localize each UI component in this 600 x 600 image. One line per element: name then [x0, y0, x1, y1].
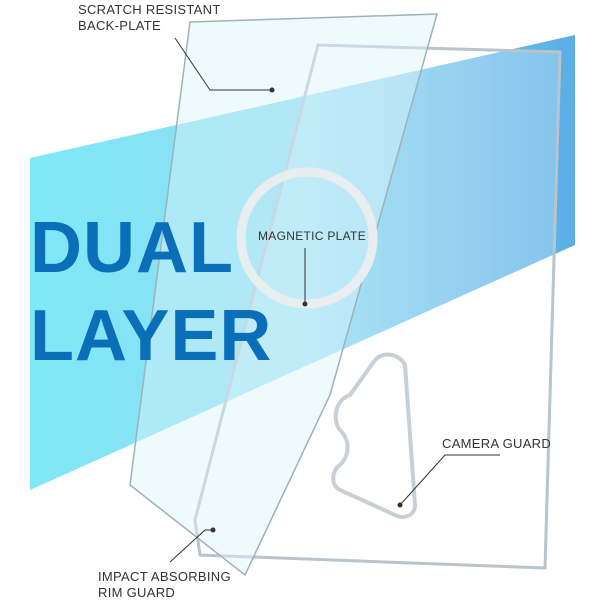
back-plate [129, 13, 438, 577]
callout-text: BACK-PLATE [78, 18, 161, 33]
camera-dot [397, 502, 403, 508]
back-plate-dot [269, 87, 275, 93]
callout-text: SCRATCH RESISTANT [78, 2, 221, 17]
callout-text: RIM GUARD [98, 585, 176, 600]
back-plate-leader [174, 37, 272, 91]
callout-back-plate: SCRATCH RESISTANT BACK-PLATE [78, 2, 221, 34]
camera-guard [331, 352, 418, 519]
blue-band [30, 35, 575, 490]
headline-layer: LAYER [30, 296, 273, 376]
callout-magnetic: MAGNETIC PLATE [258, 229, 366, 243]
callout-rim: IMPACT ABSORBING RIM GUARD [98, 569, 231, 600]
callout-text: IMPACT ABSORBING [98, 569, 231, 584]
magnetic-dot [302, 301, 308, 307]
headline-dual: DUAL [30, 208, 234, 288]
rim-dot [210, 527, 216, 533]
callout-camera: CAMERA GUARD [442, 436, 552, 451]
camera-leader [399, 454, 500, 506]
